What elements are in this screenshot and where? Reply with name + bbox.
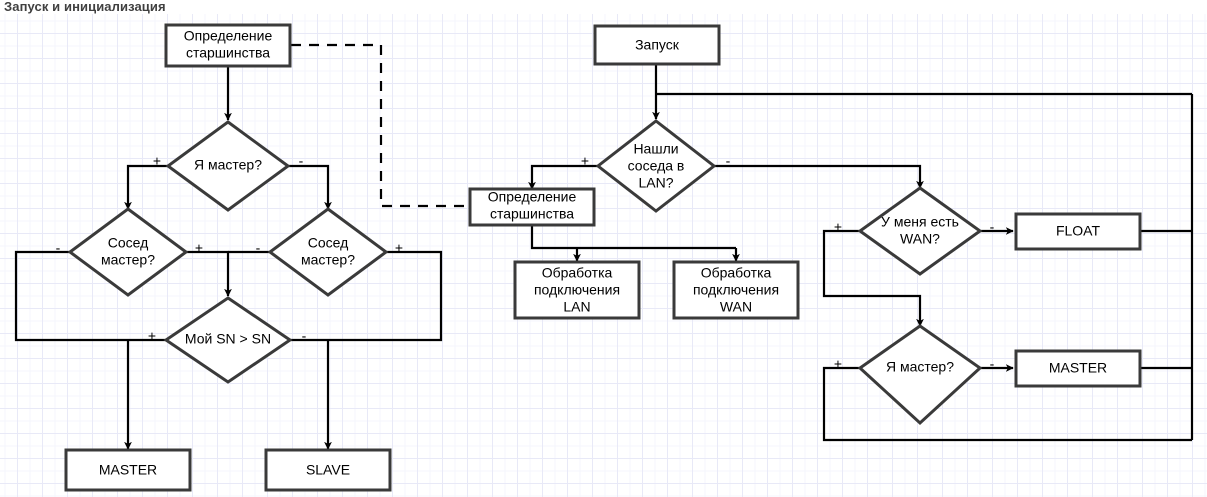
node-handle-lan[interactable] — [513, 260, 641, 320]
node-start-label: Запуск — [635, 37, 680, 53]
edge-label-neighbor-right-no: - — [256, 240, 261, 256]
node-found-lan-line3: LAN? — [638, 175, 673, 191]
node-neighbor-master-right[interactable] — [267, 207, 389, 297]
node-neighbor-master-left-line2: мастер? — [101, 252, 155, 268]
edge-am-i-master-yes-to-neighbor-left — [124, 164, 170, 210]
node-seniority-left-line2: старшинства — [186, 45, 270, 61]
node-am-i-master-left-label: Я мастер? — [194, 157, 262, 173]
node-found-lan-line1: Нашли — [633, 141, 678, 157]
edge-seniority-dashed-to-mid-seniority — [291, 43, 468, 208]
node-have-wan-line2: WAN? — [900, 231, 940, 247]
node-handle-wan-line3: WAN — [720, 299, 752, 315]
edge-neighbor-left-no-to-my-sn-yes — [14, 250, 188, 342]
edge-label-found-lan-yes: + — [581, 153, 589, 169]
node-handle-wan-line1: Обработка — [701, 265, 772, 281]
node-handle-lan-line3: LAN — [563, 299, 590, 315]
node-am-i-master-right-label: Я мастер? — [886, 359, 954, 375]
edge-label-my-sn-no: - — [302, 328, 307, 344]
edge-found-lan-no-to-have-wan — [714, 164, 924, 189]
node-my-sn-label: Мой SN > SN — [185, 331, 271, 347]
node-seniority-left-line1: Определение — [184, 28, 273, 44]
node-handle-wan[interactable] — [672, 260, 800, 320]
node-handle-wan-line2: подключения — [693, 282, 779, 298]
diagram-title: Запуск и инициализация — [4, 0, 166, 14]
node-neighbor-master-right-line2: мастер? — [301, 252, 355, 268]
node-have-wan-line1: У меня есть — [881, 214, 959, 230]
edge-label-neighbor-left-no: - — [56, 240, 61, 256]
node-am-i-master-left[interactable] — [165, 120, 291, 212]
node-float-result-label: FLOAT — [1056, 223, 1101, 239]
node-have-wan[interactable] — [857, 186, 983, 276]
node-master-result-label: MASTER — [99, 462, 157, 478]
edge-label-my-sn-yes: + — [148, 328, 156, 344]
node-master-result[interactable] — [64, 448, 192, 492]
edge-label-am-i-master-yes: + — [153, 153, 161, 169]
node-neighbor-master-right-line1: Сосед — [308, 235, 349, 251]
edge-neighbor-left-yes-to-my-sn — [186, 250, 232, 297]
node-found-lan-neighbor[interactable] — [595, 119, 717, 213]
node-am-i-master-right[interactable] — [857, 324, 983, 426]
edge-neighbor-right-yes-to-my-sn-no — [270, 250, 443, 342]
edge-am-i-master-no-to-neighbor-right — [288, 164, 332, 210]
node-my-sn[interactable] — [163, 296, 293, 384]
node-start[interactable] — [593, 24, 721, 66]
edge-label-am-i-master-right-yes: + — [834, 356, 842, 372]
node-neighbor-master-left-line1: Сосед — [108, 235, 149, 251]
edge-label-neighbor-left-yes: + — [195, 240, 203, 256]
node-seniority-mid-line1: Определение — [488, 189, 577, 205]
edge-label-am-i-master-no: - — [299, 153, 304, 169]
node-seniority-left[interactable] — [164, 23, 292, 68]
edge-have-wan-yes-to-am-i-master-right — [822, 229, 924, 327]
edge-mid-seniority-to-handlers — [530, 224, 736, 250]
edge-label-am-i-master-right-no: - — [990, 356, 995, 372]
node-master-result-right-label: MASTER — [1049, 360, 1107, 376]
edge-label-have-wan-yes: + — [834, 219, 842, 235]
edge-label-neighbor-right-yes: + — [395, 240, 403, 256]
node-seniority-mid-line2: старшинства — [490, 206, 574, 222]
node-handle-lan-line2: подключения — [534, 282, 620, 298]
edge-label-found-lan-no: - — [726, 153, 731, 169]
edge-found-lan-yes-to-mid-seniority — [528, 164, 598, 190]
edge-label-have-wan-no: - — [990, 219, 995, 235]
node-found-lan-line2: соседа в — [628, 158, 685, 174]
node-float-result[interactable] — [1014, 212, 1142, 251]
node-master-result-right[interactable] — [1014, 349, 1142, 388]
node-seniority-mid[interactable] — [468, 187, 596, 227]
node-handle-lan-line1: Обработка — [542, 265, 613, 281]
edge-am-i-master-right-yes-loop — [822, 366, 1192, 442]
node-neighbor-master-left[interactable] — [67, 207, 189, 297]
node-slave-result-label: SLAVE — [306, 462, 350, 478]
node-slave-result[interactable] — [264, 448, 392, 492]
